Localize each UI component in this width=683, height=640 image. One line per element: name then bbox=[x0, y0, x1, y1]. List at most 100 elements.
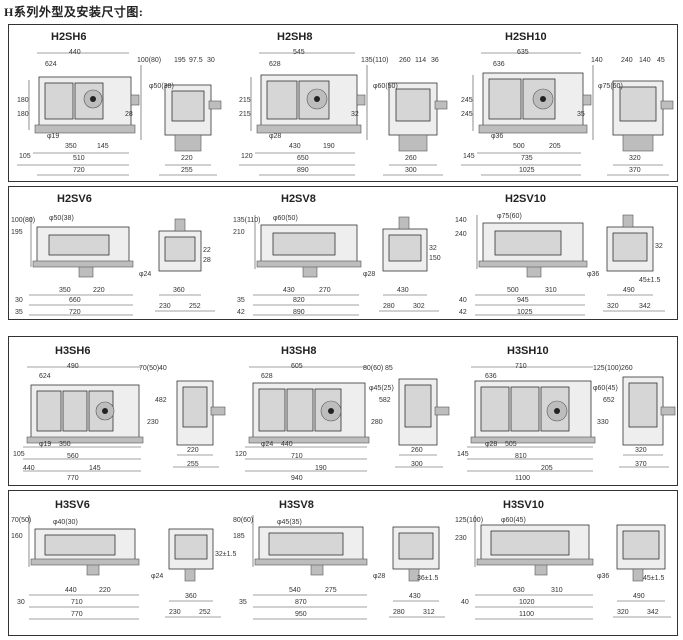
drawing-figure bbox=[475, 214, 665, 316]
dim-d: 350 bbox=[59, 287, 71, 294]
model-label: H3SH6 bbox=[55, 345, 91, 357]
dim-d: 440 bbox=[281, 441, 293, 448]
dim-h2: 215 bbox=[239, 111, 251, 118]
drawing-figure bbox=[23, 366, 226, 472]
dim-e: 145 bbox=[97, 143, 109, 150]
dim-f: 40 bbox=[461, 599, 469, 606]
dim-f: 30 bbox=[15, 297, 23, 304]
dim-shaft-dia: φ60(45) bbox=[501, 517, 526, 524]
dim-shaft-dia: φ60(50) bbox=[373, 83, 398, 90]
dim-w2: 300 bbox=[411, 461, 423, 468]
dim-a: 185 bbox=[233, 533, 245, 540]
dim-a: 40 bbox=[159, 365, 167, 372]
model-label: H2SV8 bbox=[281, 193, 316, 205]
dim-a: 85 bbox=[385, 365, 393, 372]
model-label: H2SH8 bbox=[277, 31, 313, 43]
dim-hole: φ28 bbox=[363, 271, 376, 278]
dim-shaft: 70(50) bbox=[139, 365, 160, 372]
dim-h1: 330 bbox=[597, 419, 609, 426]
dim-total: 1100 bbox=[519, 611, 535, 618]
dim-key: 22 bbox=[203, 247, 211, 254]
model-label: H3SV6 bbox=[55, 499, 90, 511]
dim-e: 145 bbox=[89, 465, 101, 472]
dim-w2: 370 bbox=[635, 461, 647, 468]
dim-h2: 582 bbox=[379, 397, 391, 404]
panel-h3sh: H3SH6 490 624 70(50) 40 230 482 350 145 … bbox=[8, 336, 678, 486]
dim-a: 240 bbox=[621, 57, 633, 64]
dim-total: 720 bbox=[73, 167, 85, 174]
dim-total: 890 bbox=[293, 309, 305, 316]
dim-g: 560 bbox=[67, 453, 79, 460]
dim-hole: φ24 bbox=[151, 573, 164, 580]
dim-key: 32±1.5 bbox=[215, 551, 237, 558]
dim-w3: 342 bbox=[647, 609, 659, 616]
dim-f: 145 bbox=[457, 451, 469, 458]
page-title: H系列外型及安装尺寸图: bbox=[4, 5, 144, 19]
dim-d: 500 bbox=[513, 143, 525, 150]
dim-shaft: 125(100) bbox=[455, 517, 484, 524]
dim-e: 310 bbox=[545, 287, 557, 294]
dim-w1: 220 bbox=[187, 447, 199, 454]
dim-shaft-dia: φ50(38) bbox=[49, 215, 74, 222]
dim-w1: 360 bbox=[185, 593, 197, 600]
model-label: H2SH6 bbox=[51, 31, 87, 43]
dim-hole: φ36 bbox=[587, 271, 600, 278]
dim-h1: 230 bbox=[147, 419, 159, 426]
dim-shaft: 125(100) bbox=[593, 365, 622, 372]
drawing-h3sv10: H3SV10 φ60(45) 230 125(100) 630 310 40 1… bbox=[453, 491, 677, 637]
dim-f: 35 bbox=[237, 297, 245, 304]
dim-c: 45 bbox=[657, 57, 665, 64]
dim-shaft: 100(80) bbox=[137, 57, 162, 64]
dim-w1: 260 bbox=[405, 155, 417, 162]
dim-e: 220 bbox=[93, 287, 105, 294]
dim-d: 430 bbox=[283, 287, 295, 294]
drawing-figure bbox=[461, 52, 674, 176]
dim-length: 635 bbox=[517, 49, 529, 56]
drawing-h3sh10: H3SH10 710 636 125(100) 260 330 652 505 … bbox=[453, 337, 677, 487]
drawing-h2sv6: H2SV6 φ50(38) 195 100(80) 350 220 30 660… bbox=[9, 187, 231, 321]
dim-shaft-dia: φ40(30) bbox=[53, 519, 78, 526]
dim-e: 275 bbox=[325, 587, 337, 594]
drawing-h2sh8: H2SH8 545 628 135(110) 260 114 36 215 21… bbox=[231, 25, 453, 183]
dim-shaft: 140 bbox=[591, 57, 603, 64]
dim-total: 950 bbox=[295, 611, 307, 618]
dim-bore: 636 bbox=[493, 61, 505, 68]
dim-w1: 360 bbox=[173, 287, 185, 294]
dim-a: 260 bbox=[399, 57, 411, 64]
dim-d: 500 bbox=[507, 287, 519, 294]
dim-d: 350 bbox=[65, 143, 77, 150]
drawing-figure bbox=[474, 515, 671, 620]
drawing-h2sh10: H2SH10 635 636 140 240 140 45 245 245 50… bbox=[453, 25, 677, 183]
dim-d: 540 bbox=[289, 587, 301, 594]
dim-a: 160 bbox=[11, 533, 23, 540]
dim-bore: 628 bbox=[269, 61, 281, 68]
panel-h2sh: H2SH6 440 624 100(80) 195 97.5 30 180 18… bbox=[8, 24, 678, 182]
dim-d: 505 bbox=[505, 441, 517, 448]
dim-f: 35 bbox=[239, 599, 247, 606]
panel-h2sv: H2SV6 φ50(38) 195 100(80) 350 220 30 660… bbox=[8, 186, 678, 320]
dim-bore: 628 bbox=[261, 373, 273, 380]
dim-key: 35 bbox=[577, 111, 585, 118]
dim-e: 310 bbox=[551, 587, 563, 594]
dim-w1: 430 bbox=[397, 287, 409, 294]
dim-hole: φ24 bbox=[261, 441, 274, 448]
dim-shaft-dia: φ45(25) bbox=[369, 385, 394, 392]
dim-key: 32 bbox=[351, 111, 359, 118]
dim-a: 230 bbox=[455, 535, 467, 542]
dim-h2: 482 bbox=[155, 397, 167, 404]
dim-key: 36±1.5 bbox=[417, 575, 439, 582]
model-label: H2SV6 bbox=[57, 193, 92, 205]
dim-w2: 255 bbox=[187, 461, 199, 468]
dim-w3: 252 bbox=[189, 303, 201, 310]
dim-w2: 280 bbox=[393, 609, 405, 616]
dim-d: 350 bbox=[59, 441, 71, 448]
dim-w2: 255 bbox=[181, 167, 193, 174]
dim-total: 770 bbox=[71, 611, 83, 618]
model-label: H3SV10 bbox=[503, 499, 544, 511]
dim-key: 32 bbox=[655, 243, 663, 250]
dim-shaft-dia: φ60(50) bbox=[273, 215, 298, 222]
dim-bore: 624 bbox=[45, 61, 57, 68]
dim-f: 30 bbox=[17, 599, 25, 606]
model-label: H3SH8 bbox=[281, 345, 317, 357]
dim-f: 40 bbox=[459, 297, 467, 304]
